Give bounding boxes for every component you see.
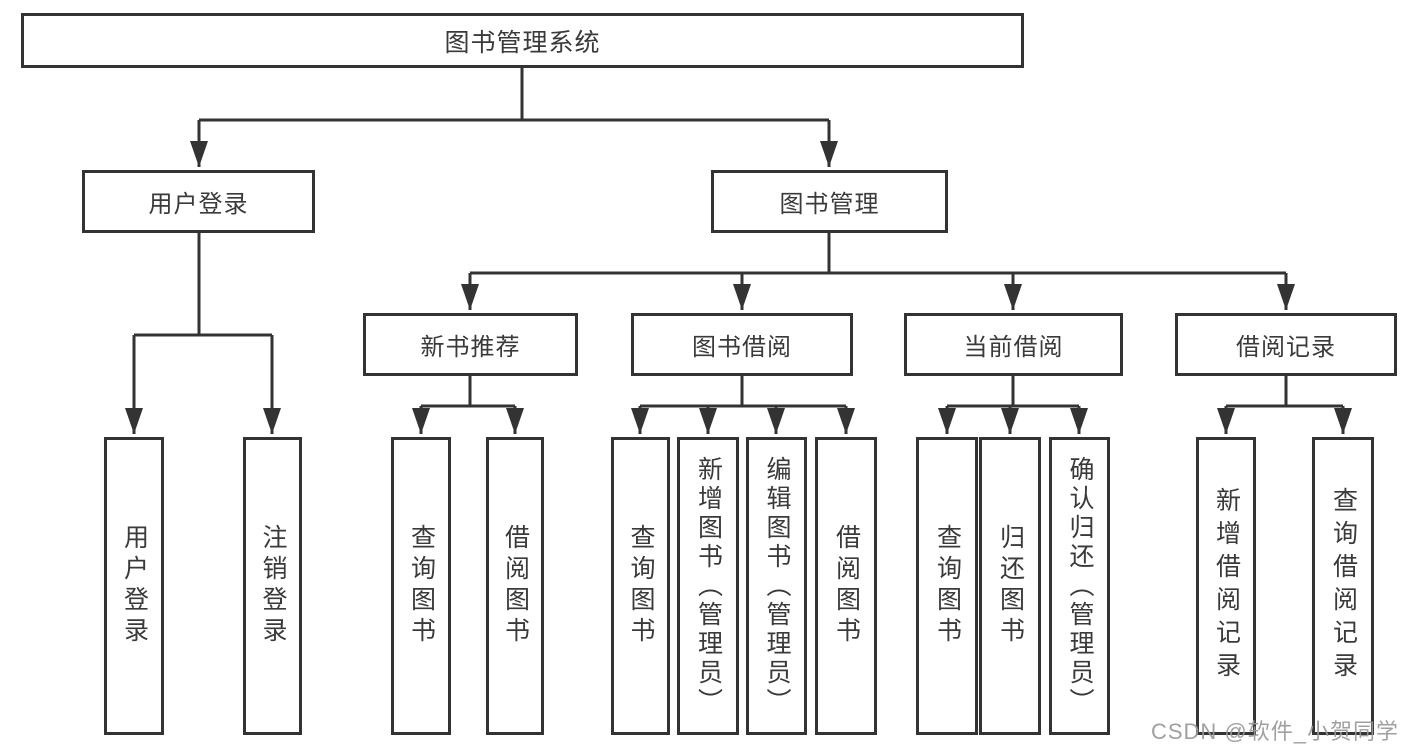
- leaf-logout: 注销登录: [243, 437, 302, 735]
- leaf-add-books-admin: 新增图书（管理员）: [677, 437, 739, 735]
- leaf-query-books-borrow: 查询图书: [611, 437, 670, 735]
- node-book-management: 图书管理: [711, 170, 948, 233]
- node-new-book-recommendation: 新书推荐: [363, 313, 578, 376]
- node-user-login: 用户登录: [82, 170, 315, 233]
- node-current-borrowing: 当前借阅: [904, 313, 1123, 376]
- leaf-query-books-current: 查询图书: [916, 437, 978, 735]
- csdn-watermark: CSDN @软件_小贺同学: [1150, 719, 1399, 744]
- leaf-borrow-books-recommend: 借阅图书: [486, 437, 544, 735]
- node-borrowing-records: 借阅记录: [1175, 313, 1397, 376]
- leaf-edit-books-admin: 编辑图书（管理员）: [746, 437, 807, 735]
- leaf-add-borrow-record: 新增借阅记录: [1196, 437, 1256, 735]
- node-library-management-system: 图书管理系统: [21, 13, 1024, 68]
- leaf-query-books-recommend: 查询图书: [391, 437, 451, 735]
- leaf-confirm-return-admin: 确认归还（管理员）: [1049, 437, 1110, 735]
- node-book-borrowing: 图书借阅: [631, 313, 853, 376]
- leaf-borrow-books: 借阅图书: [815, 437, 877, 735]
- leaf-return-books: 归还图书: [979, 437, 1041, 735]
- leaf-query-borrow-record: 查询借阅记录: [1312, 437, 1374, 735]
- leaf-user-login: 用户登录: [104, 437, 164, 735]
